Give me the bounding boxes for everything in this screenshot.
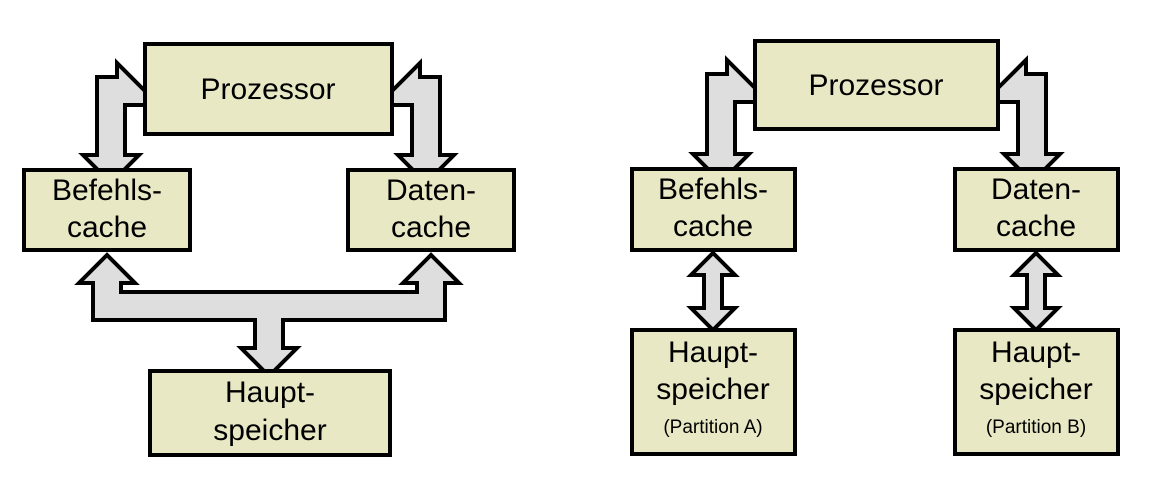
diagram-partitioned-memory: Prozessor Befehls- cache Daten- cache Ha… [630, 39, 1120, 456]
node-main-memory-partition-a-label-line1: Haupt- [668, 336, 758, 369]
node-main-memory-partition-b-label-line3: (Partition B) [986, 417, 1086, 438]
node-main-memory-left-box [148, 369, 392, 457]
node-main-memory-partition-b-label-line1: Haupt- [991, 336, 1081, 369]
node-main-memory-left: Haupt- speicher [148, 369, 392, 457]
node-main-memory-partition-b-box [953, 328, 1120, 456]
node-data-cache-left-label-line2: cache [391, 211, 471, 244]
node-main-memory-left-label-line2: speicher [213, 414, 326, 447]
node-processor-right: Prozessor [753, 39, 1000, 131]
diagram-harvard-shared-memory: Prozessor Befehls- cache Daten- cache Ha… [22, 42, 516, 457]
node-processor-right-label: Prozessor [808, 69, 943, 102]
node-data-cache-left-label-line1: Daten- [386, 174, 476, 207]
node-main-memory-left-label-line1: Haupt- [225, 376, 315, 409]
node-main-memory-partition-b-label-line2: speicher [979, 373, 1092, 406]
node-instruction-cache-left-label-line2: cache [67, 211, 147, 244]
node-data-cache-left: Daten- cache [346, 168, 516, 252]
node-data-cache-right-label-line1: Daten- [991, 173, 1081, 206]
node-instruction-cache-right-label-line2: cache [673, 210, 753, 243]
connector-caches-main-memory-icon [74, 252, 464, 379]
node-data-cache-right-label-line2: cache [996, 210, 1076, 243]
node-instruction-cache-right: Befehls- cache [630, 167, 797, 252]
node-instruction-cache-left: Befehls- cache [22, 168, 192, 252]
node-main-memory-partition-a: Haupt- speicher (Partition A) [630, 328, 797, 456]
node-instruction-cache-right-label-line1: Befehls- [658, 173, 768, 206]
node-main-memory-partition-a-box [630, 328, 797, 456]
node-instruction-cache-right-box [630, 167, 797, 252]
node-main-memory-partition-a-label-line3: (Partition A) [663, 417, 762, 438]
node-main-memory-partition-b: Haupt- speicher (Partition B) [953, 328, 1120, 456]
node-processor-left-box [143, 42, 394, 136]
node-main-memory-partition-a-label-line2: speicher [656, 373, 769, 406]
node-processor-left: Prozessor [143, 42, 394, 136]
node-instruction-cache-left-label-line1: Befehls- [52, 174, 162, 207]
node-data-cache-left-box [346, 168, 516, 252]
node-processor-right-box [753, 39, 1000, 131]
node-data-cache-right-box [953, 167, 1120, 252]
connector-data-cache-memory-b-icon [1009, 250, 1063, 333]
connector-instruction-cache-memory-a-icon [686, 250, 740, 333]
node-data-cache-right: Daten- cache [953, 167, 1120, 252]
node-processor-left-label: Prozessor [200, 73, 335, 106]
node-instruction-cache-left-box [22, 168, 192, 252]
